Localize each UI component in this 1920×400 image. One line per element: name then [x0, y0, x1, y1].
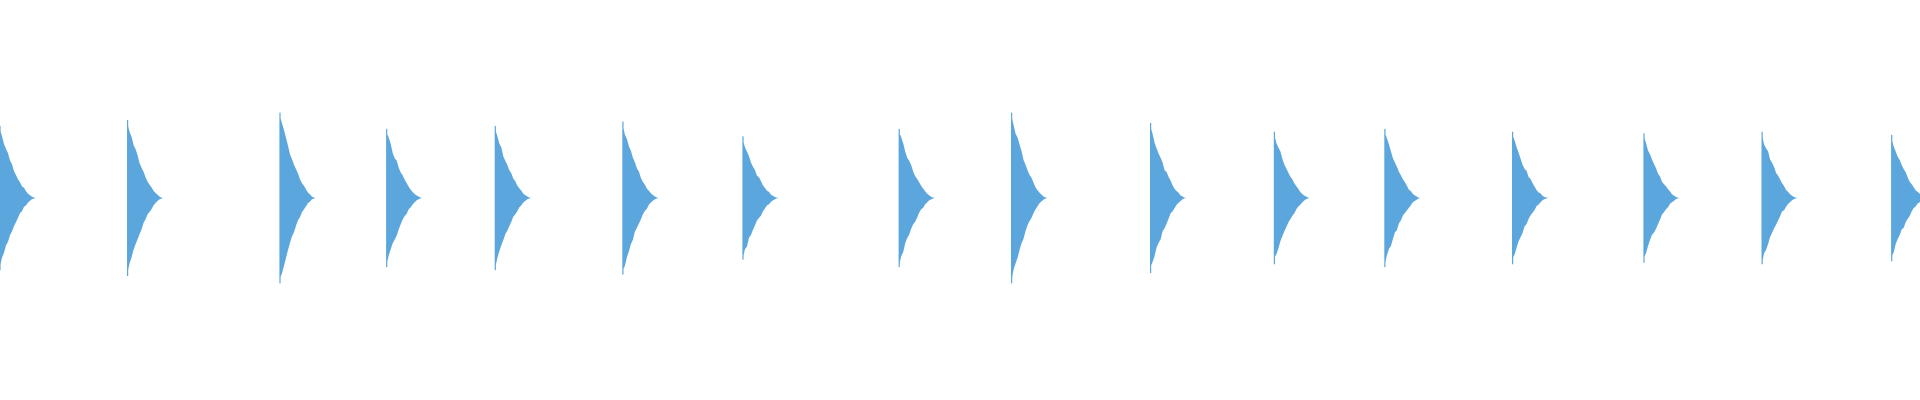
waveform-hit — [1644, 137, 1680, 258]
waveform-hit — [899, 132, 936, 266]
waveform-hit — [1150, 127, 1187, 267]
waveform-hit — [1274, 135, 1311, 258]
waveform-hit — [622, 125, 659, 271]
waveform-hit — [743, 140, 779, 258]
waveform-hit — [1512, 135, 1549, 259]
waveform-hit — [1011, 116, 1048, 280]
waveform-hit — [127, 124, 164, 273]
waveform-hit — [1384, 132, 1421, 265]
waveform-hit — [495, 129, 532, 268]
waveform-hit — [280, 116, 316, 279]
waveform-hit — [386, 132, 423, 264]
waveform-hits — [0, 112, 1920, 284]
waveform-hit — [1762, 135, 1799, 263]
waveform-hit — [0, 129, 36, 266]
waveform-hit — [1891, 138, 1920, 257]
